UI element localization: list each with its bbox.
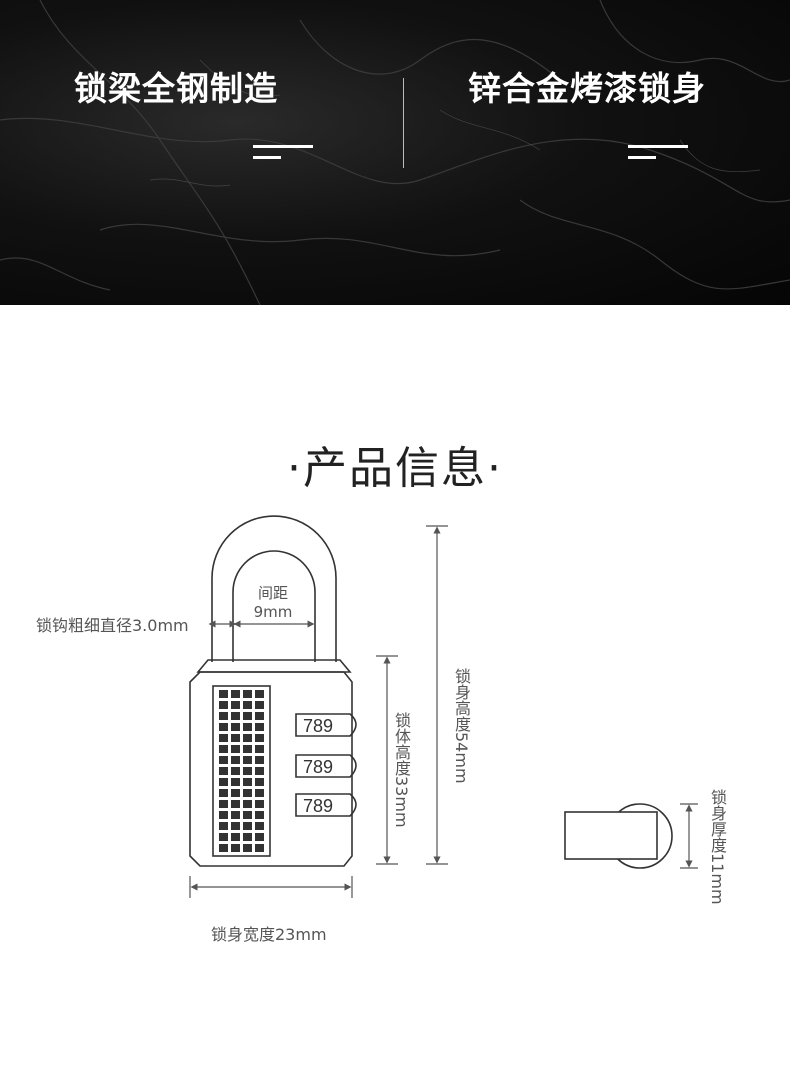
lock-body (189, 671, 353, 867)
keypad-cell (219, 800, 228, 808)
keypad-grid (219, 690, 264, 852)
keypad-cell (243, 789, 252, 797)
marble-texture (0, 0, 790, 305)
keypad-cell (243, 767, 252, 775)
keypad-cell (243, 800, 252, 808)
feature-steel-shackle: 锁梁全钢制造 (74, 69, 278, 108)
keypad-cell (243, 833, 252, 841)
keypad-cell (255, 745, 264, 753)
lock-side-view (564, 803, 673, 869)
keypad-cell (255, 833, 264, 841)
keypad-cell (231, 833, 240, 841)
keypad-cell (243, 811, 252, 819)
keypad-cell (231, 745, 240, 753)
keypad-cell (243, 723, 252, 731)
body-width-label: 锁身宽度23mm (211, 925, 327, 944)
keypad-cell (255, 734, 264, 742)
gap-label: 间距 9mm (253, 584, 293, 621)
section-title: ·产品信息· (287, 443, 503, 494)
keypad-cell (219, 789, 228, 797)
keypad-cell (219, 811, 228, 819)
keypad-cell (243, 734, 252, 742)
marble-banner: 锁梁全钢制造 锌合金烤漆锁身 (0, 0, 790, 305)
keypad-cell (243, 690, 252, 698)
keypad-cell (255, 778, 264, 786)
keypad-cell (255, 756, 264, 764)
keypad-cell (231, 789, 240, 797)
keypad-cell (231, 767, 240, 775)
keypad-cell (231, 701, 240, 709)
keypad-cell (219, 844, 228, 852)
keypad-cell (219, 712, 228, 720)
keypad-cell (255, 822, 264, 830)
keypad-cell (219, 778, 228, 786)
keypad-cell (231, 734, 240, 742)
keypad-cell (219, 734, 228, 742)
keypad-cell (243, 756, 252, 764)
keypad-cell (231, 690, 240, 698)
keypad-cell (243, 701, 252, 709)
feature-zinc-body: 锌合金烤漆锁身 (468, 69, 706, 108)
keypad-cell (219, 833, 228, 841)
keypad-cell (243, 778, 252, 786)
keypad-cell (219, 756, 228, 764)
dial-1: 789 (303, 716, 333, 736)
keypad-cell (231, 712, 240, 720)
keypad-cell (219, 701, 228, 709)
keypad-cell (255, 767, 264, 775)
keypad-cell (219, 767, 228, 775)
body-thickness-label: 锁身厚度11mm (708, 789, 727, 905)
keypad-cell (219, 690, 228, 698)
shackle (211, 515, 337, 662)
keypad-cell (243, 712, 252, 720)
total-height-label: 锁身高度54mm (452, 668, 471, 784)
keypad-cell (255, 701, 264, 709)
keypad-cell (219, 723, 228, 731)
keypad-cell (219, 822, 228, 830)
keypad-cell (231, 778, 240, 786)
keypad-cell (255, 690, 264, 698)
keypad-cell (255, 723, 264, 731)
keypad-cell (255, 789, 264, 797)
keypad-cell (255, 712, 264, 720)
banner-divider (403, 78, 404, 168)
keypad-cell (231, 822, 240, 830)
keypad-cell (243, 822, 252, 830)
keypad-cell (255, 811, 264, 819)
keypad-cell (231, 723, 240, 731)
keypad-cell (219, 745, 228, 753)
keypad-cell (231, 811, 240, 819)
keypad-cell (243, 844, 252, 852)
keypad-cell (231, 800, 240, 808)
shackle-thickness-label: 锁钩粗细直径3.0mm (36, 616, 189, 635)
keypad-cell (243, 745, 252, 753)
keypad-cell (255, 844, 264, 852)
keypad-cell (231, 756, 240, 764)
keypad-cell (255, 800, 264, 808)
keypad-cell (231, 844, 240, 852)
body-height-label: 锁体高度33mm (392, 712, 411, 828)
dial-2: 789 (303, 757, 333, 777)
dial-3: 789 (303, 796, 333, 816)
